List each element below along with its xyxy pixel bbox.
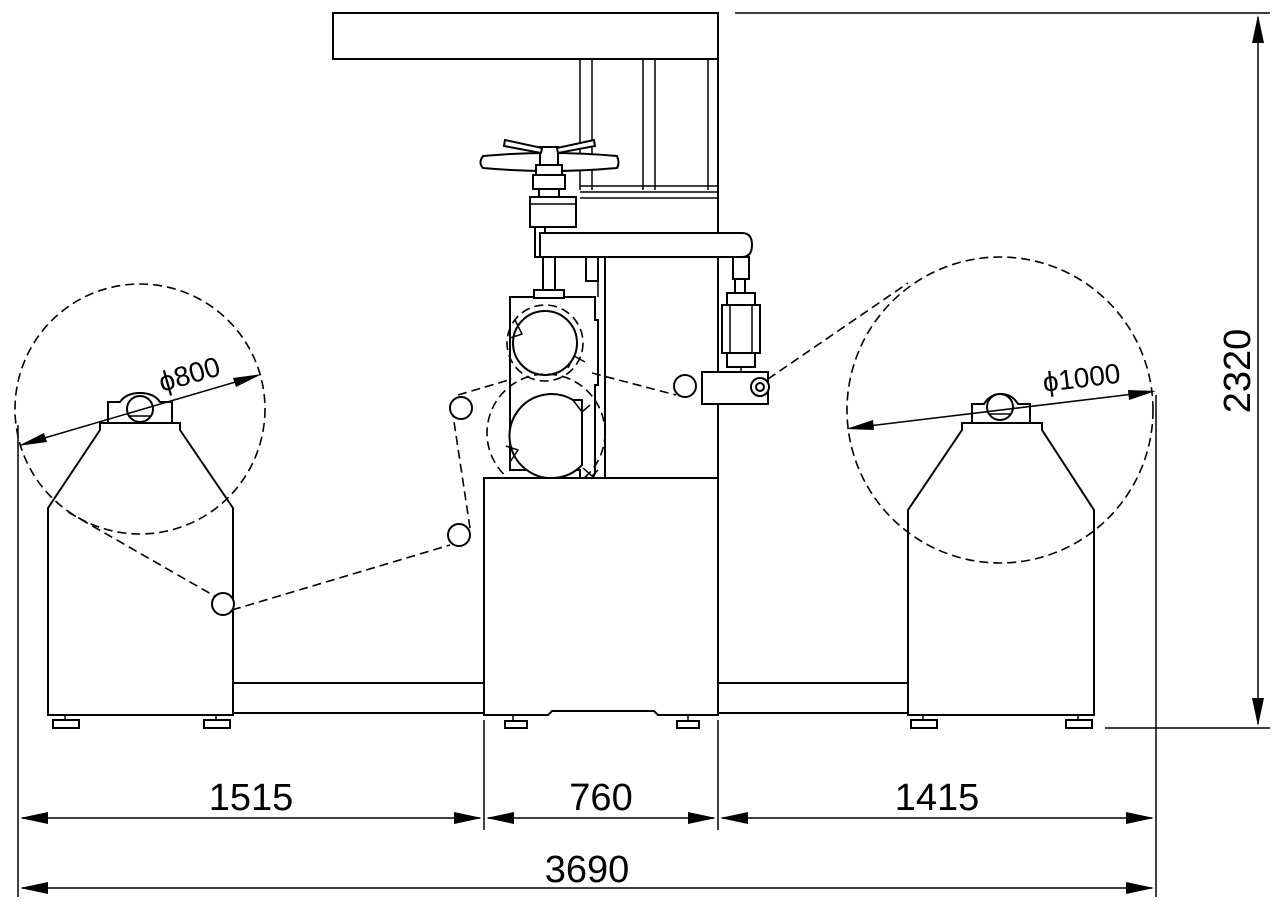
idler-roller-2 [447,523,471,547]
unwind-roll-outline [14,283,266,535]
center-machine [332,12,770,729]
base-rails [233,682,908,714]
dimension-label-760: 760 [569,777,632,819]
rewind-roll-diameter-label: ϕ1000 [1041,358,1122,398]
dimension-label-1415: 1415 [895,777,980,819]
unwind-stand [14,283,266,729]
dimension-2320 [1252,15,1264,726]
rewind-stand [846,256,1154,729]
dimension-label-3690: 3690 [545,849,630,891]
dimension-label-1515: 1515 [209,777,294,819]
center-foot-left [504,720,528,729]
dimension-3690 [20,882,1154,894]
web-path [67,282,909,616]
dimension-1415 [720,812,1154,824]
unwind-roll-diameter-label: ϕ800 [155,351,224,398]
unwind-foot-left [52,719,80,729]
rewind-diameter-dimension [846,390,1156,430]
rewind-foot-left [910,719,938,729]
extension-lines [17,12,1270,897]
unwind-foot-right [203,719,231,729]
pneumatic-cylinder [701,278,770,405]
upper-nip-roll [506,304,586,382]
center-foot-right [676,720,700,729]
top-beam [332,12,719,60]
rewind-roll-outline [846,256,1154,564]
dimension-1515 [20,812,482,824]
center-cabinet [483,477,719,716]
unwind-diameter-dimension [18,374,262,446]
idler-roller-3 [449,396,473,420]
dimension-label-2320: 2320 [1217,329,1259,414]
dimension-760 [486,812,716,824]
rewind-foot-right [1065,719,1093,729]
cross-arm [539,232,754,291]
idler-roller-1 [211,592,235,616]
idler-roller-4 [673,374,697,398]
